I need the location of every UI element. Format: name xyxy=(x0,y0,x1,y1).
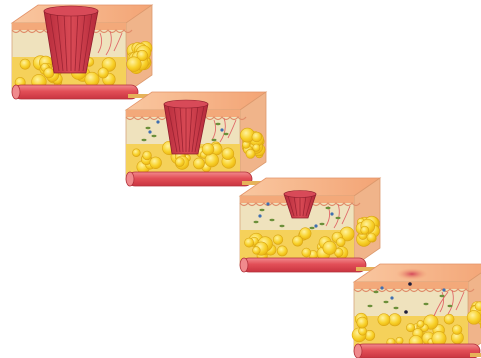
blood-vessel-end xyxy=(240,258,248,272)
white-blood-cell xyxy=(314,224,317,227)
blood-vessel-end xyxy=(354,344,362,358)
scar-mark xyxy=(396,268,428,280)
fat-cell xyxy=(127,57,142,72)
immune-cell xyxy=(212,139,217,141)
fat-cell xyxy=(277,246,287,256)
skin-block-stage-1 xyxy=(12,5,152,99)
fat-cell xyxy=(44,68,54,78)
skin-block-stage-3 xyxy=(240,178,380,272)
skin-block-stage-4 xyxy=(352,264,481,358)
fat-cell xyxy=(273,235,283,245)
blood-vessel xyxy=(14,85,138,99)
fat-cell xyxy=(302,248,311,257)
fat-cell xyxy=(396,337,403,344)
fat-cell xyxy=(143,151,152,160)
fat-cell xyxy=(323,241,336,254)
fat-cell xyxy=(378,314,390,326)
blood-vessel xyxy=(356,344,480,358)
fat-cell xyxy=(336,238,345,247)
fibroblast xyxy=(440,295,445,297)
fat-cell xyxy=(222,148,234,160)
fibroblast xyxy=(260,209,265,211)
cell-marker xyxy=(404,310,408,314)
white-blood-cell xyxy=(330,212,333,215)
fibroblast xyxy=(374,291,379,293)
fat-cell xyxy=(132,149,140,157)
white-blood-cell xyxy=(258,214,261,217)
fat-cell xyxy=(193,158,204,169)
white-blood-cell xyxy=(380,286,383,289)
fibroblast xyxy=(280,225,285,227)
fat-cell xyxy=(467,310,481,324)
fibroblast xyxy=(368,305,373,307)
fat-cell xyxy=(245,238,254,247)
blood-vessel xyxy=(128,172,252,186)
fibroblast xyxy=(394,307,399,309)
fibroblast xyxy=(320,223,325,225)
fat-cell xyxy=(452,325,462,335)
fat-cell xyxy=(389,314,401,326)
fat-cell xyxy=(475,302,481,311)
skin-block-stage-2 xyxy=(126,92,266,186)
white-blood-cell xyxy=(442,288,445,291)
fat-cell xyxy=(150,157,162,169)
immune-cell xyxy=(216,123,221,125)
fibroblast xyxy=(384,301,389,303)
fat-cell xyxy=(253,144,260,151)
fat-cell xyxy=(98,68,108,78)
fibroblast xyxy=(326,207,331,209)
white-blood-cell xyxy=(148,130,151,133)
fibroblast xyxy=(254,221,259,223)
white-blood-cell xyxy=(266,202,269,205)
fat-cell xyxy=(175,158,184,167)
blood-vessel-end xyxy=(12,85,20,99)
fibroblast xyxy=(336,217,341,219)
immune-cell xyxy=(224,133,229,135)
fibroblast xyxy=(270,219,275,221)
fat-cell xyxy=(253,247,261,255)
white-blood-cell xyxy=(156,120,159,123)
fat-cell xyxy=(417,320,424,327)
fat-cell xyxy=(20,59,30,69)
fat-cell xyxy=(357,317,368,328)
fat-cell xyxy=(202,143,214,155)
immune-cell xyxy=(152,135,157,137)
fat-cell xyxy=(293,236,303,246)
fat-cell xyxy=(85,72,99,86)
fibroblast xyxy=(310,227,315,229)
wound-opening xyxy=(44,6,98,16)
immune-cell xyxy=(146,127,151,129)
fat-cell xyxy=(252,132,262,142)
blood-vessel xyxy=(242,258,366,272)
cell-marker xyxy=(408,282,412,286)
wound-opening xyxy=(164,100,208,108)
white-blood-cell xyxy=(220,128,223,131)
base-layer xyxy=(470,353,481,357)
fat-cell xyxy=(444,314,454,324)
fat-cell xyxy=(361,226,369,234)
immune-cell xyxy=(142,139,147,141)
fibroblast xyxy=(448,305,453,307)
white-blood-cell xyxy=(390,296,393,299)
blood-vessel-end xyxy=(126,172,134,186)
fat-cell xyxy=(205,153,219,167)
fat-cell xyxy=(367,233,376,242)
fibroblast xyxy=(424,303,429,305)
wound-opening xyxy=(284,191,316,198)
